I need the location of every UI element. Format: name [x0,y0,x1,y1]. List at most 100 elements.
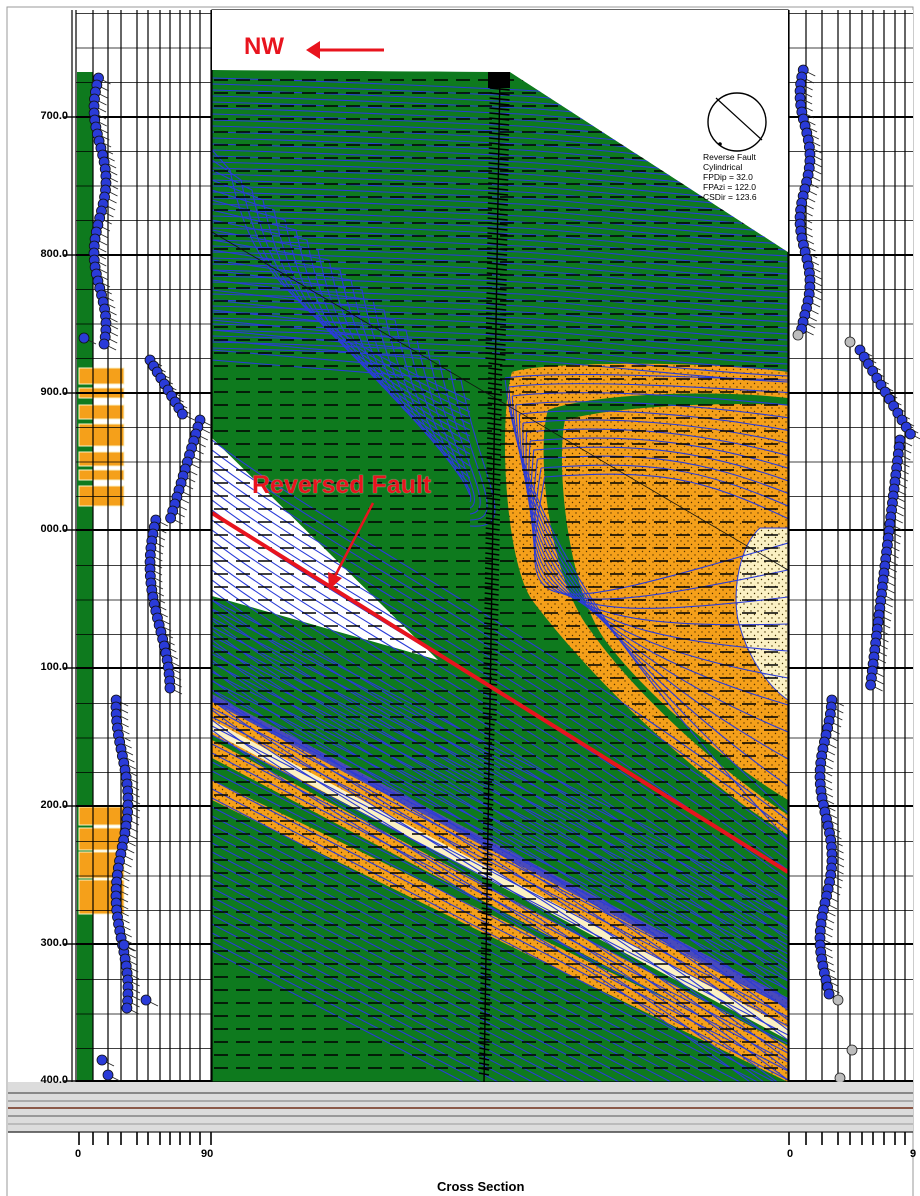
dip-point [164,682,176,694]
geologic-cross-section [212,70,788,1082]
wellbore-tick [487,392,502,396]
wellbore-tick [487,212,508,216]
bedding-line [212,209,788,245]
wellbore-tick [482,832,493,836]
wellbore-dipmeter [478,71,510,1082]
wellbore-tick [485,317,507,321]
wellbore-tick [485,332,506,336]
wellbore-tick [481,917,492,921]
bedding-line [212,734,788,1036]
bedding-line [212,449,788,831]
wellbore-tick [479,1037,490,1041]
wellbore-tick [488,152,509,156]
wellbore-tick [479,1042,490,1046]
wellbore-tick [487,192,509,196]
wellbore-tick [484,567,500,571]
bedding-line [212,311,788,347]
wellbore-tick [485,562,500,566]
wellbore-tick [486,452,502,456]
dip-point [118,939,130,951]
dip-point [121,1002,133,1014]
wellbore-tick [486,282,507,286]
bedding-line [212,305,788,341]
wellbore-tick [485,337,506,341]
wellbore-tick [486,482,501,486]
bedding-line [212,629,788,1011]
wellbore-tick [482,842,493,846]
wellbore-tick [482,702,498,706]
wellbore-tick [480,967,491,971]
wellbore-tick [483,657,498,661]
wellbore-tick [481,912,492,916]
bedding-line [212,317,788,353]
bedding-line [212,221,788,257]
x-tick-label: 90 [201,1148,214,1160]
wellbore-tick [480,977,491,981]
wellbore-top-cap [488,72,510,88]
wellbore-tick [483,672,498,676]
wellbore-tick [481,897,492,901]
wellbore-tick [479,1032,490,1036]
bedding-line [212,319,472,503]
bedding-line [212,707,788,1009]
wellbore-tick [483,792,494,796]
bedding-line [526,428,788,457]
wellbore-tick [484,737,495,741]
bedding-line [508,383,788,394]
depth-tick-marks [64,116,76,1082]
bedding-line [212,167,788,203]
bedding-line [212,719,765,1082]
bedding-line [212,779,788,1081]
wellbore-tick [481,892,493,896]
fault-parameters-legend: Reverse Fault Cylindrical FPDip = 32.0 F… [703,152,757,202]
wellbore-tick [486,262,508,266]
wellbore-tick [487,427,502,431]
wellbore-tick [484,587,499,591]
wellbore-tick [487,217,508,221]
x-axis-title: Cross Section [437,1179,525,1194]
bedding-line [519,410,788,431]
wellbore-tick [486,277,507,281]
wellbore-tick [487,242,508,246]
wellbore-tick [486,447,502,451]
wellbore-tick [479,1027,490,1031]
bedding-line [528,440,788,652]
legend-line: CSDir = 123.6 [703,192,757,202]
wellbore-tick [480,972,491,976]
dip-point [823,988,835,1000]
wellbore-tick [481,932,492,936]
wellbore-tick [485,357,506,361]
bedding-line [212,215,788,251]
wellbore-tick [484,722,495,726]
bedding-line [212,806,742,1082]
wellbore-tick [483,677,498,681]
bedding-line [212,191,788,227]
wellbore-tick [486,297,507,301]
wellbore-tick [488,177,509,181]
wellbore-tick [488,182,509,186]
wellbore-tick [480,962,491,966]
wellbore-tick [483,757,495,761]
x-tick-label: 0 [787,1148,794,1160]
dip-point [78,332,90,344]
wellbore-tick [487,207,508,211]
wellbore-tick [478,1062,490,1066]
wellbore-tick [484,742,495,746]
wellbore-tick [483,767,495,771]
bedding-line [212,359,496,527]
wellbore-tick [484,572,500,576]
x-tick-label: 9 [910,1148,917,1160]
dip-point [96,1054,108,1066]
wellbore-tick [485,522,500,526]
left-well-log [75,10,213,1082]
legend-line: FPAzi = 122.0 [703,182,756,192]
fault-pointer-arrow [328,502,375,590]
bedding-line [212,341,788,377]
wellbore-tick [480,987,491,991]
wellbore-tick [487,432,502,436]
arrow-left-icon [306,41,384,59]
dip-point [102,1069,114,1081]
bedding-line [212,569,788,951]
wellbore-tick [483,652,498,656]
wellbore-tick [488,147,509,151]
